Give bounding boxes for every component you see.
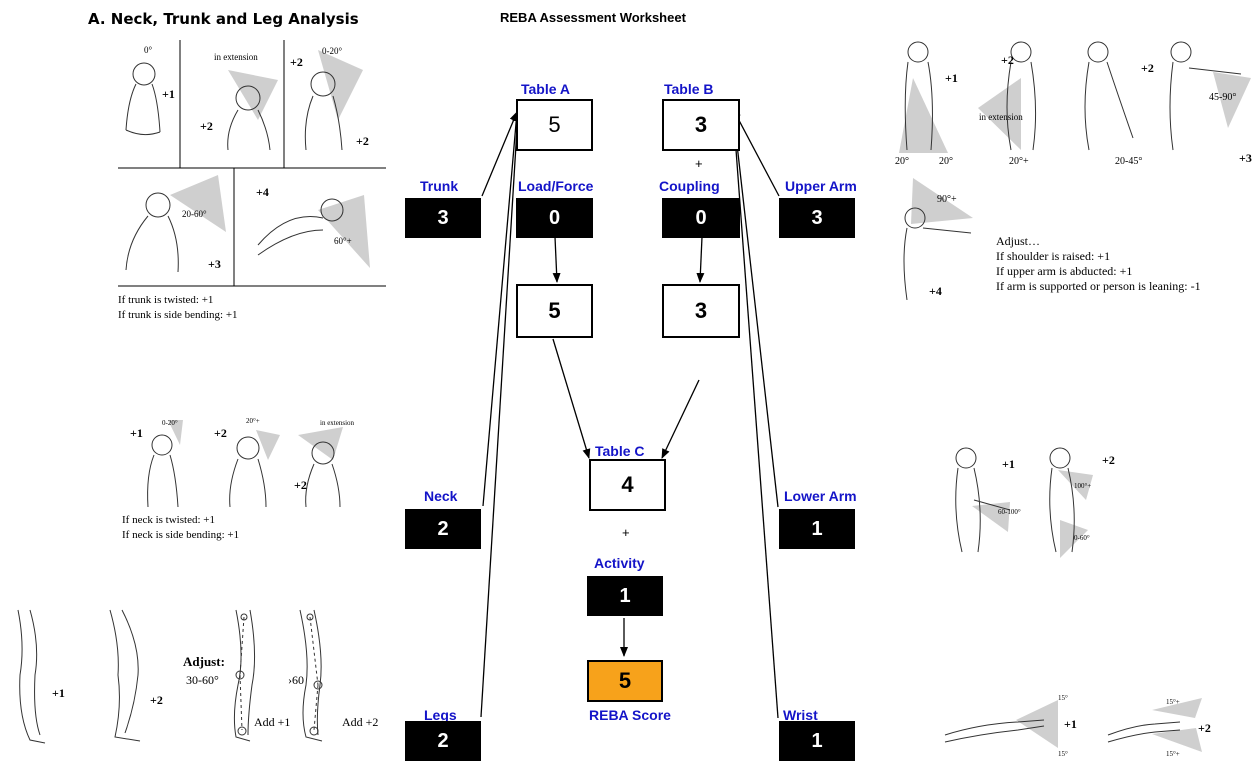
wrist-fig-label-b: +1 — [1064, 717, 1077, 731]
upper-arm-score-box: 3 — [779, 198, 855, 238]
table-c-score-box: 4 — [589, 459, 666, 511]
neck-fig-label-e: +2 — [294, 478, 307, 492]
activity-label: Activity — [594, 555, 645, 571]
legs-range-30-60: 30-60° — [186, 673, 219, 687]
upper-arm-fig-label-e: in extension — [979, 112, 1023, 122]
trunk-fig-label-i: +3 — [208, 257, 221, 271]
upper-arm-fig-label-d: +2 — [1001, 53, 1014, 67]
legs-fig-label-b: +2 — [150, 693, 163, 707]
trunk-fig-label-d: +2 — [200, 119, 213, 133]
wrist-fig-label-c: 15° — [1058, 750, 1068, 758]
neck-to-table-a-arrow — [483, 112, 517, 506]
neck-fig-label-b: 0-20° — [162, 419, 178, 427]
trunk-fig-label-k: 60°+ — [334, 236, 352, 246]
load-force-score-box: 0 — [516, 198, 593, 238]
wrist-score-box: 1 — [779, 721, 855, 761]
lower-arm-fig-label-d: 100°+ — [1074, 482, 1091, 490]
trunk-fig-label-g: +2 — [356, 134, 369, 148]
upper-arm-fig-label-k: 90°+ — [937, 194, 957, 205]
load-force-label: Load/Force — [518, 178, 593, 194]
upper-arm-notes: Adjust… If shoulder is raised: +1 If upp… — [996, 234, 1201, 294]
upper-arm-fig-label-h: 20-45° — [1115, 156, 1142, 167]
wrist-fig-label-a: 15° — [1058, 694, 1068, 702]
lower-arm-fig-label-b: 60-100° — [998, 508, 1021, 516]
neck-diagram: +1 0-20° +2 20°+ +2 in extension — [128, 415, 368, 515]
legs-diagram: +1 +2 Adjust: 30-60° ›60 Add +1 Add +2 — [0, 605, 400, 755]
neck-note-twisted: If neck is twisted: +1 — [122, 513, 239, 528]
reba-score-label: REBA Score — [589, 707, 671, 723]
trunk-note-side-bending: If trunk is side bending: +1 — [118, 308, 238, 323]
neck-notes: If neck is twisted: +1 If neck is side b… — [122, 513, 239, 543]
upper-arm-fig-label-c: 20° — [939, 156, 953, 167]
neck-fig-label-d: 20°+ — [246, 417, 260, 425]
trunk-label: Trunk — [420, 178, 458, 194]
wrist-fig-label-e: +2 — [1198, 721, 1211, 735]
wrist-fig-label-f: 15°+ — [1166, 750, 1180, 758]
lower-arm-fig-label-c: +2 — [1102, 453, 1115, 467]
trunk-fig-label-j: +4 — [256, 185, 269, 199]
activity-score-box: 1 — [587, 576, 663, 616]
trunk-fig-label-f: 0-20° — [322, 46, 342, 56]
upper-arm-fig-label-g: +2 — [1141, 61, 1154, 75]
score-a-box: 5 — [516, 284, 593, 338]
trunk-fig-label-a: 0° — [144, 45, 153, 55]
lower-arm-label: Lower Arm — [784, 488, 857, 504]
coupling-score-box: 0 — [662, 198, 740, 238]
neck-label: Neck — [424, 488, 457, 504]
legs-adjust-title: Adjust: — [183, 654, 225, 669]
trunk-fig-label-c: in extension — [214, 52, 258, 62]
score-b-to-table-c-arrow — [662, 380, 699, 458]
table-c-plus-sign: + — [622, 525, 630, 540]
score-b-box: 3 — [662, 284, 740, 338]
table-b-plus-sign: + — [695, 156, 703, 171]
coupling-to-score-b-arrow — [700, 237, 702, 282]
table-a-score-box: 5 — [516, 99, 593, 151]
coupling-label: Coupling — [659, 178, 720, 194]
trunk-note-twisted: If trunk is twisted: +1 — [118, 293, 238, 308]
upper-arm-note-supported: If arm is supported or person is leaning… — [996, 279, 1201, 294]
table-a-label: Table A — [521, 81, 570, 97]
upper-arm-note-title: Adjust… — [996, 234, 1201, 249]
neck-score-box: 2 — [405, 509, 481, 549]
neck-fig-label-c: +2 — [214, 426, 227, 440]
trunk-fig-label-e: +2 — [290, 55, 303, 69]
upper-arm-label: Upper Arm — [785, 178, 857, 194]
trunk-notes: If trunk is twisted: +1 If trunk is side… — [118, 293, 238, 323]
legs-to-table-a-arrow — [481, 112, 518, 717]
table-c-label: Table C — [595, 443, 645, 459]
legs-add-1: Add +1 — [254, 715, 290, 729]
upper-arm-fig-label-j: +3 — [1239, 151, 1252, 165]
neck-fig-label-f: in extension — [320, 419, 355, 427]
table-b-score-box: 3 — [662, 99, 740, 151]
upper-arm-fig-label-f: 20°+ — [1009, 156, 1029, 167]
wrist-fig-label-d: 15°+ — [1166, 698, 1180, 706]
neck-fig-label-a: +1 — [130, 426, 143, 440]
trunk-fig-label-b: +1 — [162, 87, 175, 101]
score-a-to-table-c-arrow — [553, 339, 589, 458]
legs-range-over-60: ›60 — [288, 673, 304, 687]
upper-arm-fig-label-a: +1 — [945, 71, 958, 85]
trunk-to-table-a-arrow — [482, 112, 517, 196]
upper-arm-fig-label-b: 20° — [895, 156, 909, 167]
lower-arm-score-box: 1 — [779, 509, 855, 549]
trunk-diagram: 0° +1 in extension +2 +2 0-20° +2 20-60°… — [118, 40, 388, 290]
wrist-diagram: 15° +1 15° 15°+ +2 15°+ — [940, 690, 1220, 760]
neck-note-side-bending: If neck is side bending: +1 — [122, 528, 239, 543]
upper-arm-note-abducted: If upper arm is abducted: +1 — [996, 264, 1201, 279]
load-to-score-a-arrow — [555, 237, 557, 282]
upper-arm-note-shoulder: If shoulder is raised: +1 — [996, 249, 1201, 264]
legs-add-2: Add +2 — [342, 715, 378, 729]
legs-fig-label-a: +1 — [52, 686, 65, 700]
lower-arm-diagram: +1 60-100° +2 100°+ 0-60° — [948, 440, 1148, 560]
upper-arm-fig-label-l: +4 — [929, 284, 942, 298]
trunk-fig-label-h: 20-60° — [182, 209, 207, 219]
lower-arm-fig-label-e: 0-60° — [1074, 534, 1090, 542]
lower-arm-fig-label-a: +1 — [1002, 457, 1015, 471]
trunk-score-box: 3 — [405, 198, 481, 238]
upper-arm-fig-label-i: 45-90° — [1209, 92, 1236, 103]
table-b-label: Table B — [664, 81, 714, 97]
legs-score-box: 2 — [405, 721, 481, 761]
reba-score-box: 5 — [587, 660, 663, 702]
